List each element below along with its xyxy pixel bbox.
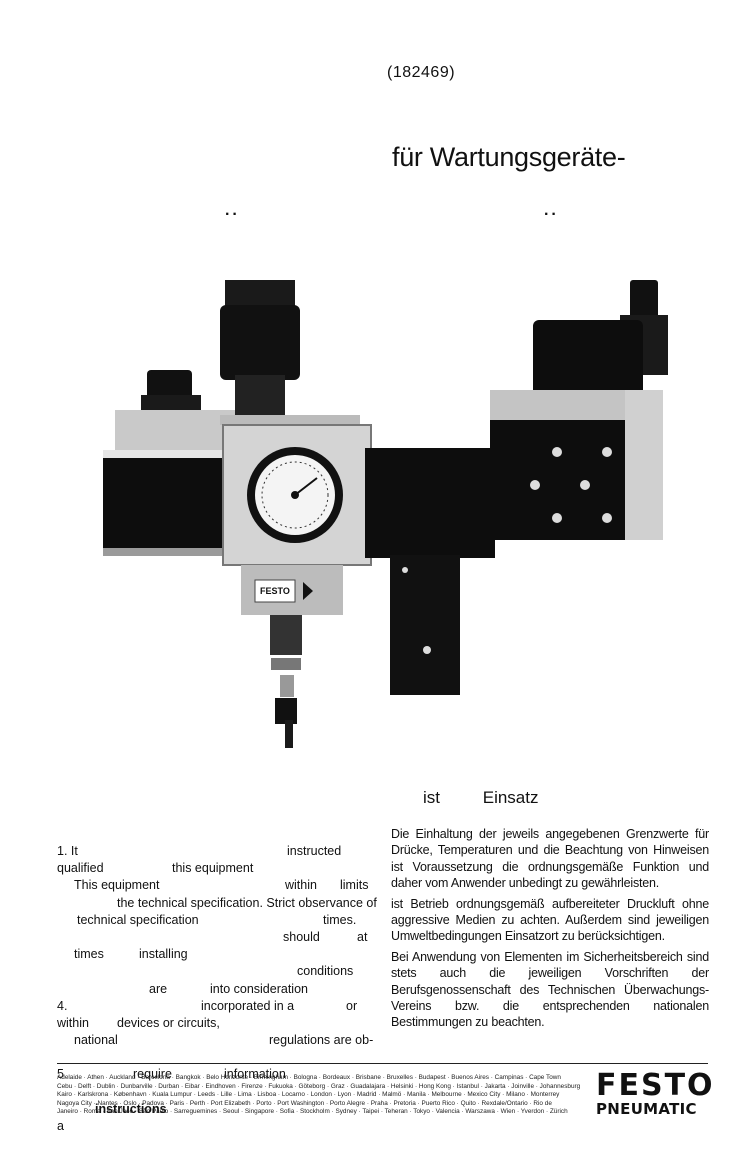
- branch-cities-list: Adelaide · Athen · Auckland · Barcelona …: [57, 1074, 587, 1117]
- german-column: Die Einhaltung der jeweils angegebenen G…: [391, 826, 709, 1035]
- middle-module: [365, 448, 495, 695]
- en-line-16: instructions: [95, 1101, 167, 1116]
- cities-line-4: Nagoya City · Nantes · Oslo · Padova · P…: [57, 1099, 552, 1107]
- logo-pneumatic-text: PNEUMATIC: [596, 1100, 697, 1118]
- german-title-word-1: ist: [423, 788, 440, 807]
- footer-divider: [57, 1063, 708, 1064]
- en-line-8: conditions: [297, 964, 354, 979]
- cities-line-3: Kairo · Karlskrona · København · Kuala L…: [57, 1091, 560, 1099]
- umlaut-dots-left: ··: [225, 206, 240, 223]
- german-section-title: ist Einsatz: [423, 788, 538, 808]
- en-line-17: a: [57, 1119, 64, 1133]
- umlaut-dots-right: ··: [544, 206, 559, 223]
- german-paragraph-2: ist Betrieb ordnungsgemäß aufbereiteter …: [391, 896, 709, 944]
- document-heading: für Wartungsgeräte-: [392, 142, 626, 172]
- cities-line-1: Adelaide · Athen · Auckland · Barcelona …: [57, 1074, 561, 1081]
- order-number: (182469): [387, 64, 456, 81]
- german-title-word-2: Einsatz: [482, 788, 539, 807]
- product-photo: FESTO: [103, 280, 668, 748]
- festo-pneumatic-logo: FESTO PNEUMATIC: [596, 1068, 715, 1119]
- cities-line-2: Cebu · Delft · Dublin · Dunbarville · Du…: [57, 1082, 581, 1090]
- solenoid-valve: [490, 280, 668, 540]
- german-paragraph-1: Die Einhaltung der jeweils angegebenen G…: [391, 827, 709, 891]
- photo-brand-label: FESTO: [260, 586, 290, 596]
- pressure-gauge: [247, 447, 343, 543]
- cities-line-5: Janeiro · Roma · San José · São Paulo · …: [57, 1108, 568, 1116]
- logo-festo-text: FESTO: [596, 1068, 715, 1103]
- german-paragraph-3: Bei Anwendung von Elementen im Sicherhei…: [391, 949, 709, 1030]
- en-line-4: the technical specification. Strict obse…: [117, 895, 377, 910]
